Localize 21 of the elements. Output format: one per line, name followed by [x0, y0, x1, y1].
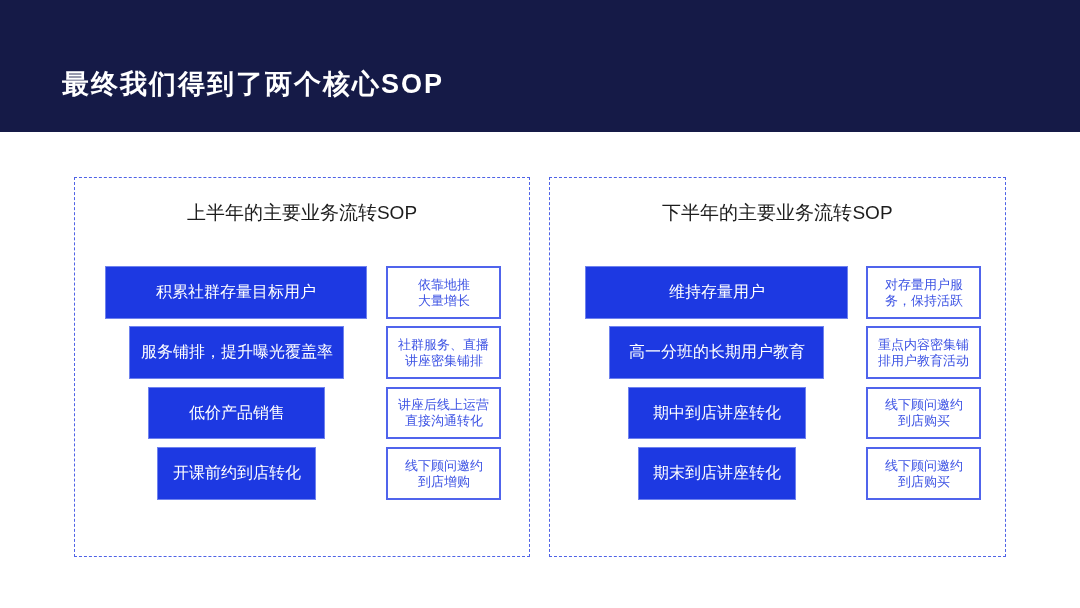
note-box: 重点内容密集铺排用户教育活动: [866, 326, 981, 379]
stage-bar: 期末到店讲座转化: [638, 447, 796, 500]
note-box: 线下顾问邀约到店购买: [866, 447, 981, 500]
stage-bar: 维持存量用户: [585, 266, 848, 319]
note-box: 社群服务、直播讲座密集铺排: [386, 326, 501, 379]
stage-bar: 期中到店讲座转化: [628, 387, 806, 439]
dashed-panel: [74, 177, 530, 557]
note-box: 讲座后线上运营直接沟通转化: [386, 387, 501, 439]
panel-heading: 上半年的主要业务流转SOP: [185, 201, 419, 225]
stage-bar: 低价产品销售: [148, 387, 325, 439]
stage-bar: 积累社群存量目标用户: [105, 266, 367, 319]
stage-bar: 开课前约到店转化: [157, 447, 316, 500]
note-box: 对存量用户服务，保持活跃: [866, 266, 981, 319]
stage-bar: 服务铺排，提升曝光覆盖率: [129, 326, 344, 379]
stage-bar: 高一分班的长期用户教育: [609, 326, 824, 379]
note-box: 线下顾问邀约到店增购: [386, 447, 501, 500]
panel-heading: 下半年的主要业务流转SOP: [661, 201, 894, 225]
slide-title: 最终我们得到了两个核心SOP: [62, 68, 445, 101]
note-box: 依靠地推大量增长: [386, 266, 501, 319]
note-box: 线下顾问邀约到店购买: [866, 387, 981, 439]
dashed-panel: [549, 177, 1006, 557]
